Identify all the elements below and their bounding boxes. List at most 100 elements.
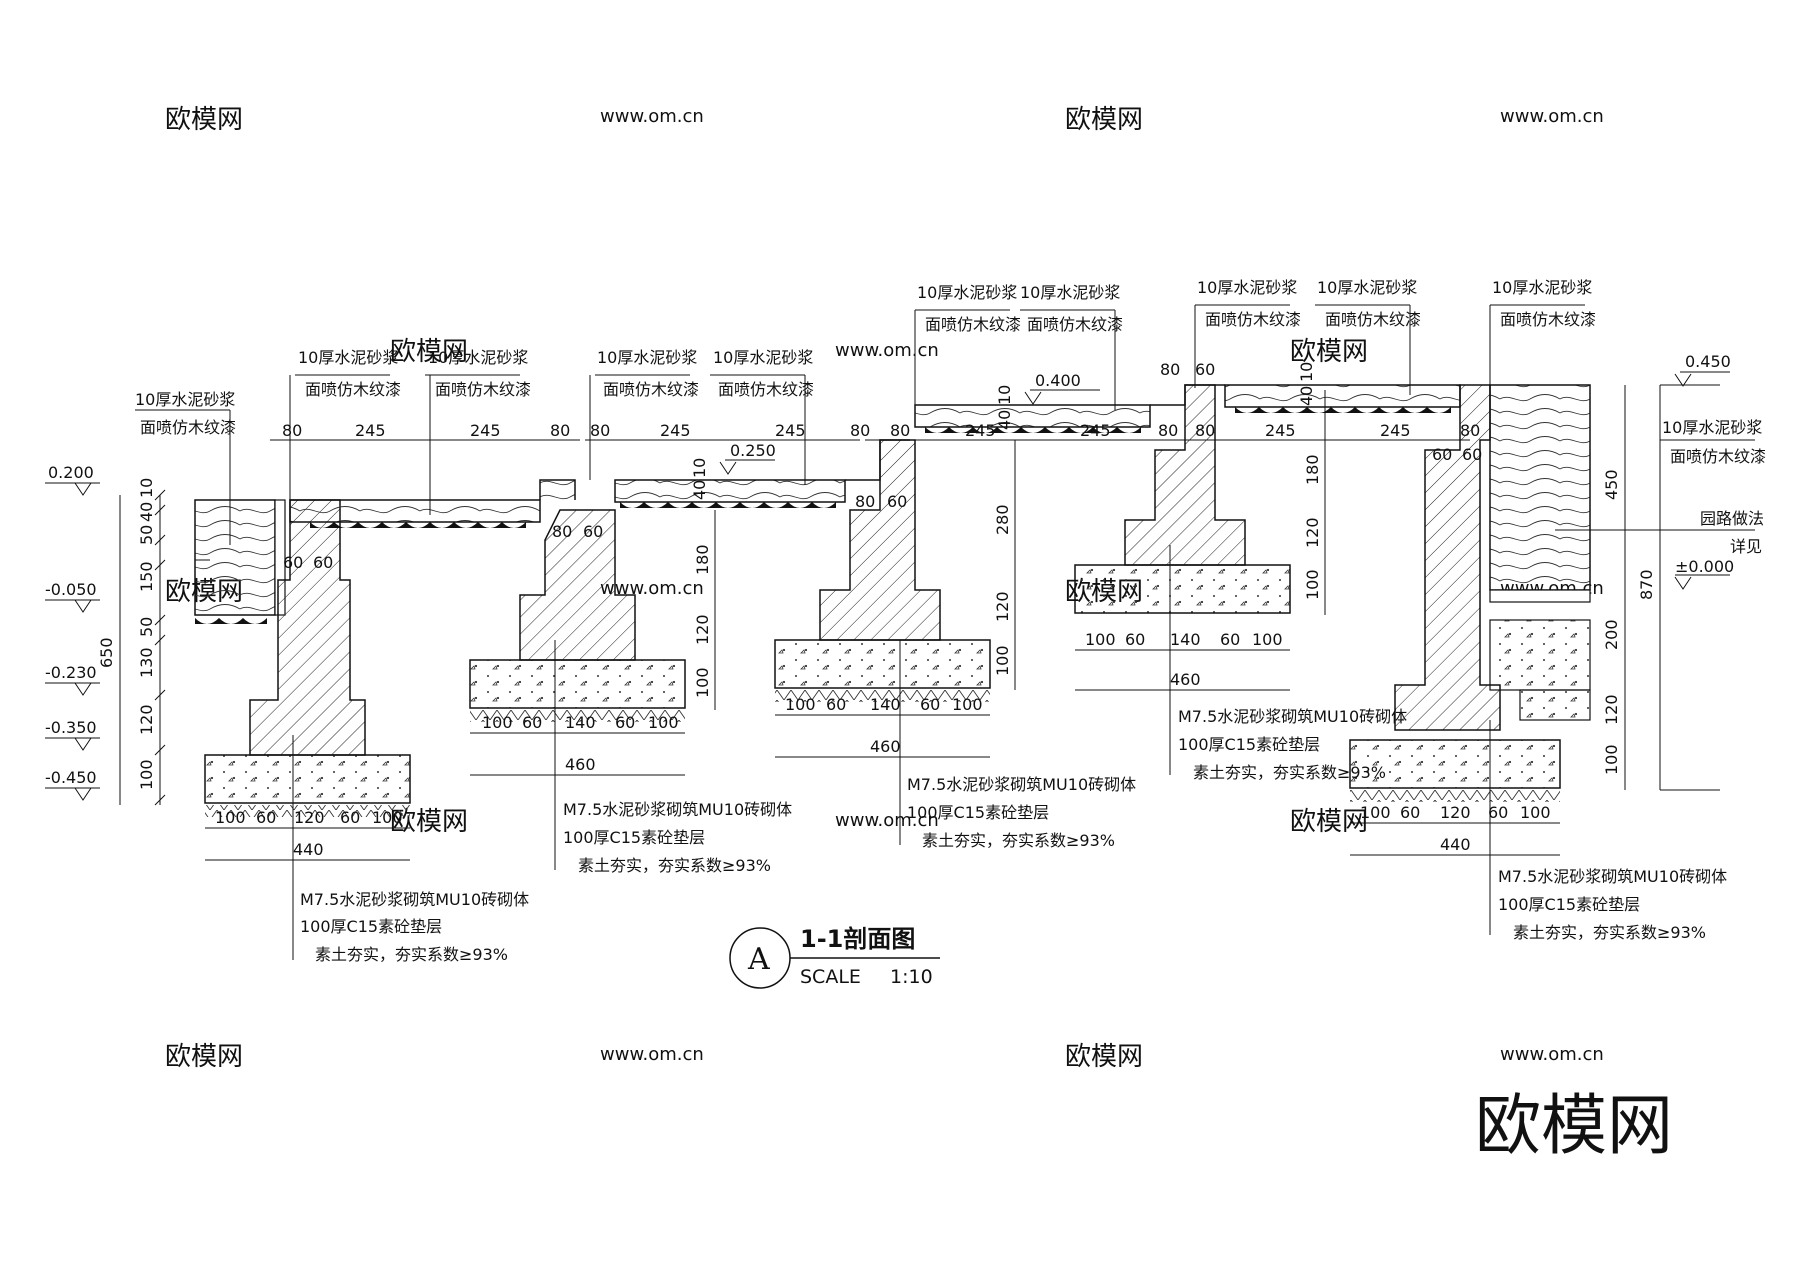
dim-label: 100 [952, 695, 983, 714]
dim-label: 120 [294, 808, 325, 827]
dim-label: 100 [1360, 803, 1391, 822]
base-note-line3: 素土夯实，夯实系数≥93% [578, 856, 771, 875]
base-note-line1: M7.5水泥砂浆砌筑MU10砖砌体 [300, 890, 529, 909]
dim-label: 80 [855, 492, 875, 511]
dim-label: 40 [995, 410, 1014, 430]
finish-note-line1: 10厚水泥砂浆 [1492, 278, 1592, 297]
dim-label: 245 [1380, 421, 1411, 440]
dim-label: 60 [1488, 803, 1508, 822]
right-dimension-lines [1624, 384, 1720, 791]
watermark-brand: 欧模网 [1065, 105, 1143, 135]
scale-label: SCALE [800, 966, 861, 988]
dim-total: 460 [870, 737, 901, 756]
dim-label: 245 [1080, 421, 1111, 440]
dim-label: 180 [1303, 454, 1322, 485]
finish-note-line2: 面喷仿木纹漆 [1205, 310, 1301, 329]
dim-label: 100 [372, 808, 403, 827]
finish-note-line1: 10厚水泥砂浆 [917, 283, 1017, 302]
left-elevation-labels: 0.200 -0.050 -0.230 -0.350 -0.450 [45, 463, 97, 787]
watermark-url: www.om.cn [600, 106, 704, 127]
dim-label: 245 [1265, 421, 1296, 440]
base-note-line2: 100厚C15素砼垫层 [300, 917, 442, 936]
finish-note-leaders [135, 304, 1755, 545]
dim-label: 80 [1160, 360, 1180, 379]
dim-total: 460 [565, 755, 596, 774]
footing-dimension-labels: 100 60 120 60 100 440 100 60 140 60 100 … [215, 630, 1551, 859]
base-note-line1: M7.5水泥砂浆砌筑MU10砖砌体 [563, 800, 792, 819]
dim-label: 10 [995, 385, 1014, 405]
elevation-label: -0.350 [45, 718, 97, 737]
dim-label: 50 [137, 525, 156, 545]
finish-note-line1: 10厚水泥砂浆 [428, 348, 528, 367]
section-title: 1-1剖面图 [800, 925, 915, 953]
finish-note-line2: 面喷仿木纹漆 [435, 380, 531, 399]
dim-label: 10 [137, 478, 156, 498]
finish-note-line2: 面喷仿木纹漆 [925, 315, 1021, 334]
mid-elevation-labels: 0.250 0.400 0.450 ±0.000 [730, 352, 1734, 576]
finish-note-line2: 面喷仿木纹漆 [140, 418, 236, 437]
dim-label: 60 [1125, 630, 1145, 649]
dim-label: 100 [482, 713, 513, 732]
watermark-url: www.om.cn [835, 810, 939, 831]
dim-label: 60 [1195, 360, 1215, 379]
base-note-line2: 100厚C15素砼垫层 [1498, 895, 1640, 914]
dim-label: 60 [256, 808, 276, 827]
finish-note-line2: 面喷仿木纹漆 [1027, 315, 1123, 334]
dim-label: 245 [660, 421, 691, 440]
watermark-brand: 欧模网 [1065, 1042, 1143, 1072]
dim-label: 100 [1520, 803, 1551, 822]
base-note-line1: M7.5水泥砂浆砌筑MU10砖砌体 [907, 775, 1136, 794]
elevation-label: -0.450 [45, 768, 97, 787]
dim-label: 80 [590, 421, 610, 440]
deck-1 [289, 479, 576, 528]
elevation-label: -0.230 [45, 663, 97, 682]
mid-elevation-markers [719, 371, 1730, 590]
dim-label: 60 [1400, 803, 1420, 822]
dim-label: 80 [850, 421, 870, 440]
section-title-block: A 1-1剖面图 SCALE 1:10 [729, 925, 940, 989]
dim-total: 440 [1440, 835, 1471, 854]
finish-notes: 10厚水泥砂浆 面喷仿木纹漆 10厚水泥砂浆 面喷仿木纹漆 10厚水泥砂浆 面喷… [135, 278, 1766, 466]
pier-stack-labels: 180 120 100 280 120 100 180 120 100 10 4… [690, 362, 1322, 698]
dim-label: 60 [615, 713, 635, 732]
finish-note-line2: 面喷仿木纹漆 [305, 380, 401, 399]
dim-label: 60 [313, 553, 333, 572]
watermark-url: www.om.cn [1500, 1044, 1604, 1065]
dim-label: 100 [215, 808, 246, 827]
watermark-brand: 欧模网 [165, 1042, 243, 1072]
pier-5 [1349, 384, 1561, 802]
finish-note-line1: 10厚水泥砂浆 [1317, 278, 1417, 297]
dim-label: 140 [870, 695, 901, 714]
finish-note-line1: 10厚水泥砂浆 [713, 348, 813, 367]
elevation-label: 0.450 [1685, 352, 1731, 371]
dim-label: 100 [1303, 569, 1322, 600]
dim-label: 80 [1195, 421, 1215, 440]
section-bubble-letter: A [747, 942, 770, 977]
finish-note-line2: 面喷仿木纹漆 [1670, 447, 1766, 466]
dim-label: 245 [355, 421, 386, 440]
dim-label: 280 [993, 504, 1012, 535]
base-note-line3: 素土夯实，夯实系数≥93% [922, 831, 1115, 850]
dim-label: 60 [920, 695, 940, 714]
dim-label: 10 [690, 458, 709, 478]
finish-note-line1: 10厚水泥砂浆 [597, 348, 697, 367]
dim-label: 10 [1297, 362, 1316, 382]
dim-total: 440 [293, 840, 324, 859]
pier-4 [1074, 384, 1291, 614]
watermark-brand: 欧模网 [390, 337, 468, 367]
dim-label: 245 [965, 421, 996, 440]
dim-label: 120 [1303, 517, 1322, 548]
base-note-line2: 100厚C15素砼垫层 [907, 803, 1049, 822]
finish-note-line1: 10厚水泥砂浆 [298, 348, 398, 367]
deck-4 [1224, 384, 1461, 413]
dim-label: 180 [693, 544, 712, 575]
finish-note-line1: 10厚水泥砂浆 [1662, 418, 1762, 437]
dim-label: 60 [1432, 445, 1452, 464]
dim-label: 60 [887, 492, 907, 511]
dim-label: 40 [137, 502, 156, 522]
watermark-url: www.om.cn [835, 340, 939, 361]
dim-label: 100 [1085, 630, 1116, 649]
left-dimension-chain [119, 489, 166, 806]
base-note-line2: 100厚C15素砼垫层 [1178, 735, 1320, 754]
deck-3 [914, 384, 1225, 433]
